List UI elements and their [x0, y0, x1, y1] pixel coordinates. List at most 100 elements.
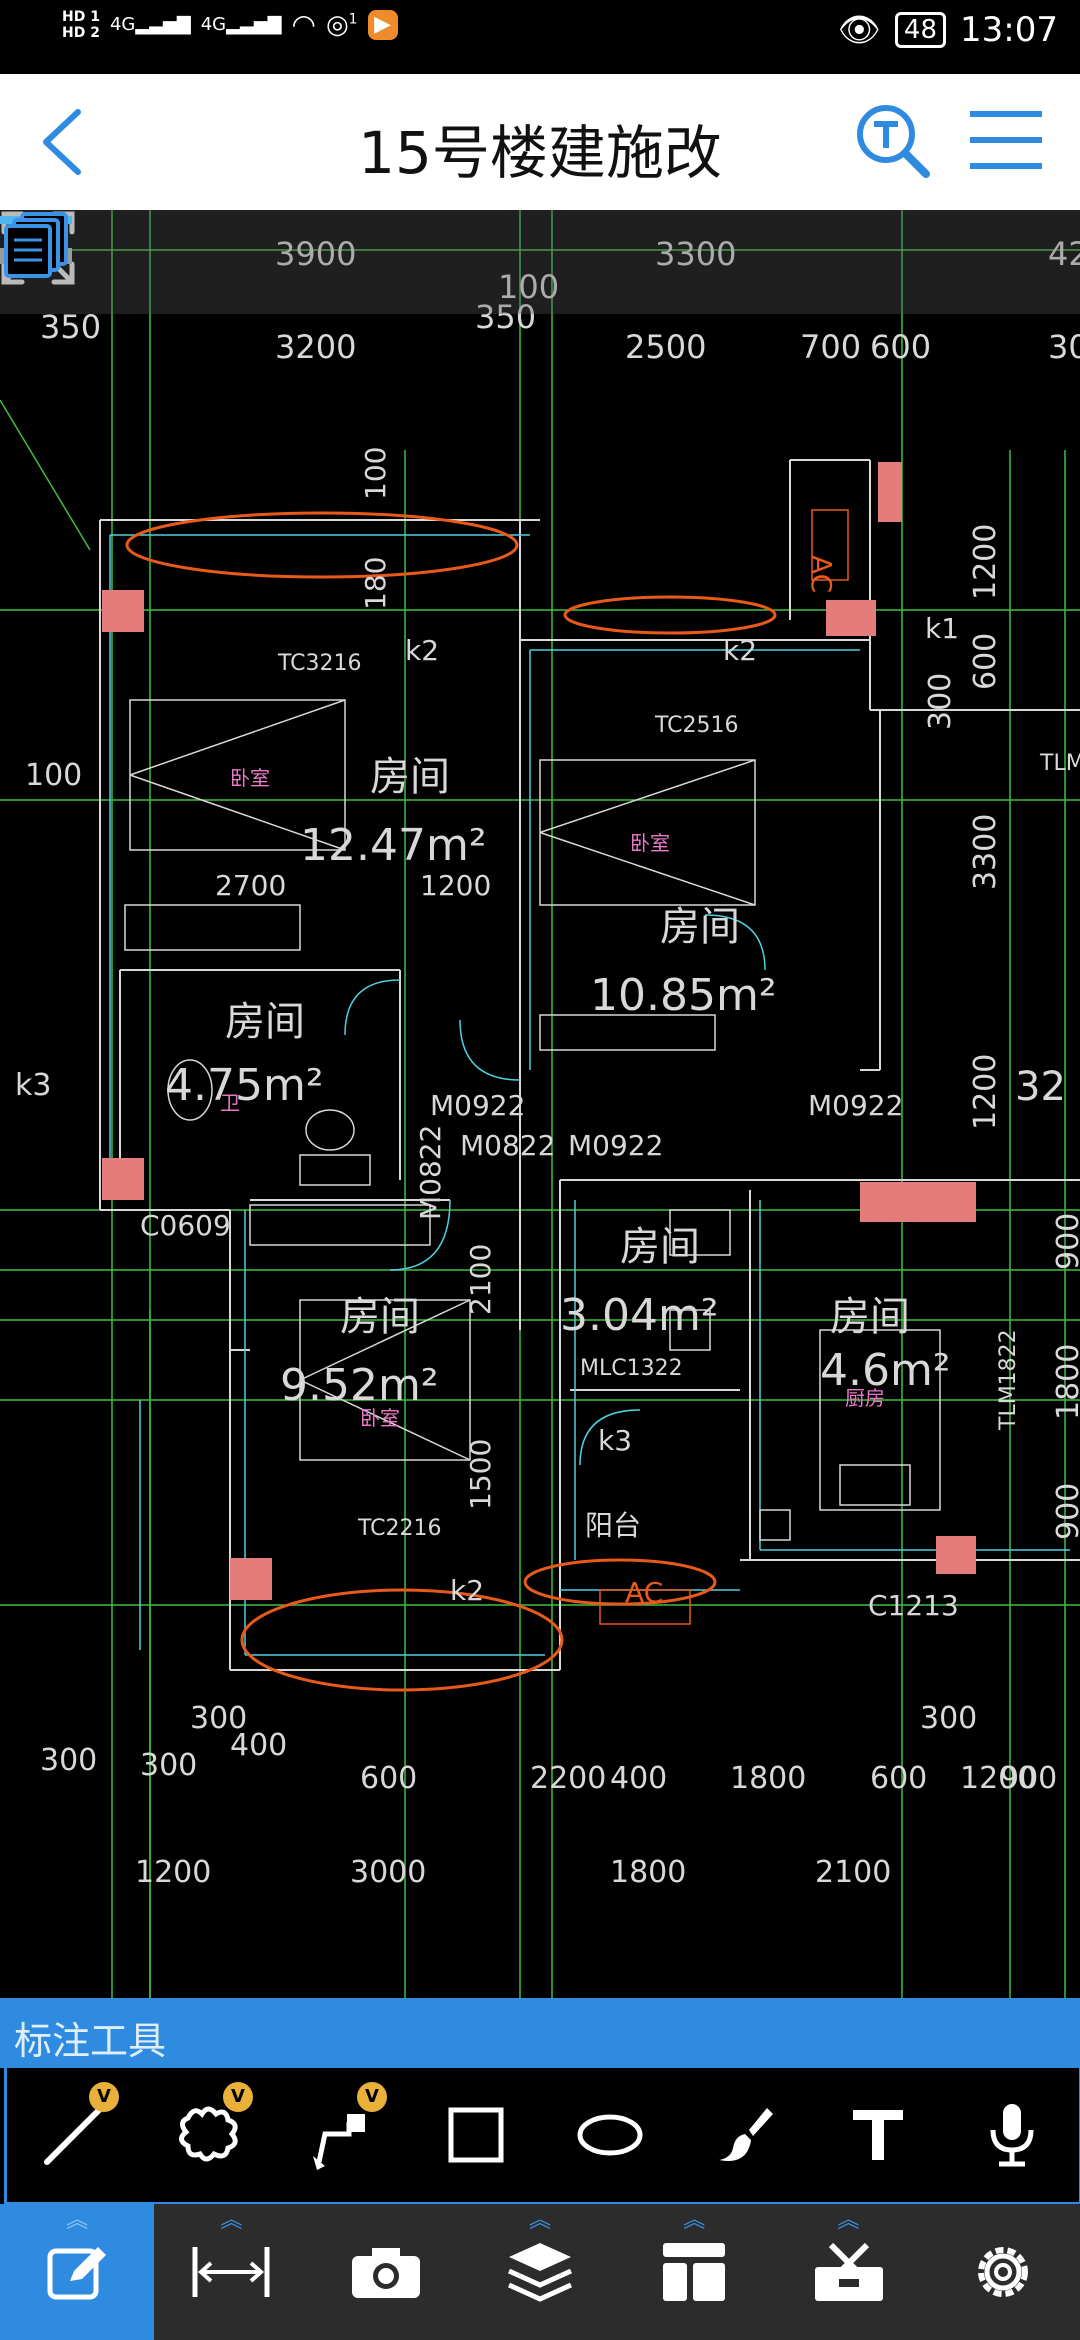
microphone-icon	[990, 2104, 1034, 2167]
expand-chevron-icon: ︽	[220, 2208, 243, 2233]
eye-comfort-icon: 👁	[837, 10, 881, 50]
bed-line	[539, 759, 756, 834]
room-type: 卧室	[360, 1406, 400, 1430]
wardrobe	[249, 1204, 431, 1246]
room-type: 厨房	[845, 1386, 885, 1410]
room-type: 卧室	[630, 831, 670, 855]
tag-text: k3	[15, 1068, 51, 1103]
wifi-icon: ◠	[291, 8, 316, 41]
ellipse-tool[interactable]	[543, 2068, 677, 2202]
nav-camera[interactable]	[309, 2204, 463, 2340]
hd-indicators: HD 1 HD 2	[62, 9, 100, 41]
microphone-tool[interactable]	[945, 2068, 1079, 2202]
room-name: 房间	[225, 999, 305, 1045]
fixture	[669, 1309, 711, 1351]
room-name: 房间	[340, 1294, 420, 1340]
room-name: 房间	[830, 1294, 910, 1340]
expand-chevron-icon: ︽	[683, 2208, 706, 2233]
structural-column	[102, 1158, 144, 1200]
highlight-oval	[523, 1558, 717, 1606]
dimension-text: 600	[870, 1761, 927, 1796]
room-type: 卫	[220, 1091, 240, 1115]
expand-chevron-icon: ︽	[837, 2208, 860, 2233]
rectangle-tool[interactable]	[409, 2068, 543, 2202]
dimension-text: 100	[498, 268, 559, 306]
structural-column	[878, 462, 902, 522]
drawing-label: 1200	[420, 869, 491, 902]
room-area: 4.75m²	[165, 1060, 323, 1111]
nav-layers[interactable]: ︽	[463, 2204, 617, 2340]
structural-column	[102, 590, 144, 632]
signal-1-icon: 4G▂▃▅▇	[109, 14, 191, 35]
basin	[305, 1109, 355, 1151]
line-tool[interactable]: V	[7, 2068, 141, 2202]
dimension-text: 2500	[625, 328, 706, 366]
fixture	[669, 1209, 731, 1256]
dimension-text: 600	[870, 328, 931, 366]
dimension-text: 3000	[350, 1855, 426, 1890]
nav-settings[interactable]	[926, 2204, 1080, 2340]
door-swing	[579, 1409, 641, 1466]
drawing-label: 阳台	[585, 1509, 641, 1542]
bed-line	[539, 831, 756, 906]
edit-icon	[47, 2247, 107, 2300]
label-text: TLM1822	[996, 1329, 1021, 1431]
canvas-top-strip	[0, 210, 1080, 314]
drawing-label: 180	[359, 557, 392, 610]
dimension-text: 1800	[610, 1855, 686, 1890]
door-swing	[459, 1019, 521, 1081]
nav-measure[interactable]: ︽	[154, 2204, 308, 2340]
page-title: 15号楼建施改	[358, 119, 722, 187]
leader-icon	[313, 2114, 365, 2170]
text-search-icon[interactable]	[852, 100, 932, 180]
sheets-icon[interactable]	[0, 210, 70, 280]
net1-label: 4G	[109, 14, 136, 35]
room-area: 3.04m²	[560, 1290, 718, 1341]
room-area: 12.47m²	[300, 820, 486, 871]
drawing-label: M0922	[568, 1129, 663, 1162]
line-icon	[44, 2105, 104, 2165]
toilet	[167, 1059, 213, 1121]
menu-icon[interactable]	[966, 100, 1046, 180]
dimension-text: 42	[1048, 235, 1080, 273]
annotation-toolbar-header: 标注工具	[0, 1998, 1080, 2068]
nav-layout[interactable]: ︽	[617, 2204, 771, 2340]
drawing-label: 2100	[464, 1244, 497, 1315]
dimension-text: 1800	[730, 1761, 806, 1796]
annotation-toolbar-title: 标注工具	[14, 2019, 167, 2063]
dimension-text: 700	[800, 328, 861, 366]
wardrobe	[539, 1014, 716, 1051]
brush-tool[interactable]	[677, 2068, 811, 2202]
nav-toolbox[interactable]: ︽	[771, 2204, 925, 2340]
drawing-label: C0609	[140, 1209, 231, 1242]
signal-2-icon: 4G▂▃▅▇	[200, 14, 282, 35]
layers-icon	[507, 2243, 573, 2302]
dimension-text: 3300	[968, 814, 1003, 890]
dimension-text: 600	[968, 633, 1003, 690]
drawing-label: M0822	[460, 1129, 555, 1162]
app-notification-icon: ▶	[367, 9, 398, 40]
dimension-text: 3200	[275, 328, 356, 366]
dimension-text: 2100	[815, 1855, 891, 1890]
bed-line	[129, 774, 346, 851]
text-tool[interactable]	[811, 2068, 945, 2202]
dimension-text: 600	[360, 1761, 417, 1796]
app-header: 15号楼建施改	[0, 74, 1080, 210]
ac-unit	[599, 1589, 691, 1625]
room-type: 卧室	[230, 766, 270, 790]
dimension-text: 1200	[968, 1054, 1003, 1130]
back-arrow-icon[interactable]	[28, 102, 98, 182]
cloud-tool[interactable]: V	[141, 2068, 275, 2202]
bottom-nav: ︽ ︽ ︽ ︽	[0, 2204, 1080, 2340]
structural-column	[860, 1182, 976, 1222]
ac-unit	[811, 509, 849, 581]
room-area: 4.6m²	[820, 1345, 950, 1396]
expand-chevron-icon: ︽	[66, 2208, 89, 2233]
structural-column	[826, 600, 876, 636]
dimension-text: 400	[230, 1728, 287, 1763]
nav-annotate[interactable]: ︽	[0, 2204, 155, 2340]
leader-tool[interactable]: V	[275, 2068, 409, 2202]
room-name: 房间	[660, 904, 740, 950]
